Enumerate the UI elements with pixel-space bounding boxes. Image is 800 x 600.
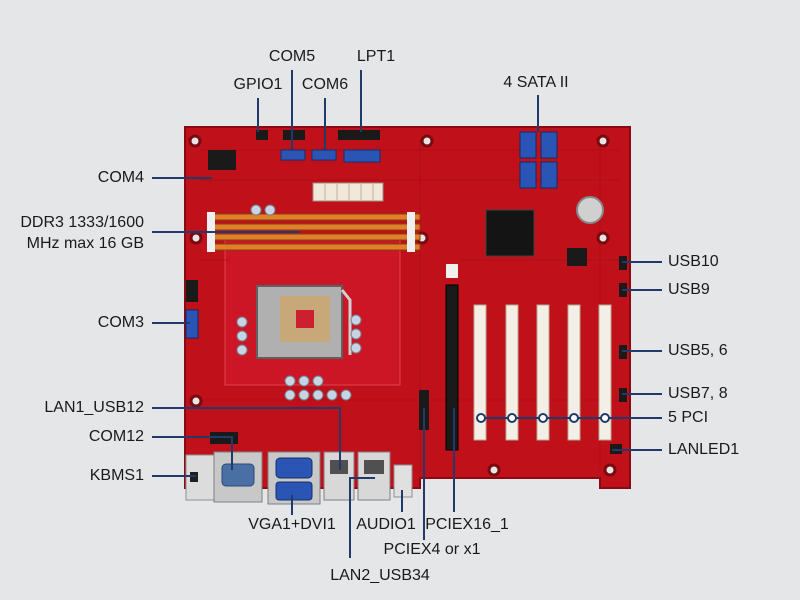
label-audio1: AUDIO1 [356,516,416,533]
label-lan1-usb12: LAN1_USB12 [44,399,144,416]
label-usb10: USB10 [668,253,719,270]
label-pciex4: PCIEX4 or x1 [383,541,481,558]
pci-leader-dots [476,413,610,423]
leader-lan1 [152,407,341,470]
superio-chip [208,150,236,170]
label-usb9: USB9 [668,281,710,298]
label-sata: 4 SATA II [503,74,569,91]
lan2-usb34-port [357,451,391,501]
com5-header [280,149,306,161]
label-lpt1: LPT1 [356,48,396,65]
label-usb56: USB5, 6 [668,342,728,359]
pciex16-slot [445,284,459,451]
label-com5: COM5 [268,48,316,65]
label-kbms1: KBMS1 [89,467,144,484]
label-com3: COM3 [97,314,144,331]
label-usb78: USB7, 8 [668,385,728,402]
lpt1-black-header [338,130,380,140]
label-lan2-usb34: LAN2_USB34 [330,567,430,584]
label-vga-dvi: VGA1+DVI1 [248,516,336,533]
label-pciex16: PCIEX16_1 [425,516,509,533]
capacitors [236,204,362,401]
label-gpio1: GPIO1 [233,76,283,93]
cmos-battery [576,196,604,224]
label-com6: COM6 [301,76,349,93]
mounting-holes [188,134,617,477]
label-com12: COM12 [88,428,144,445]
atx-power-connector [312,182,384,202]
label-com4: COM4 [97,169,144,186]
label-pci5: 5 PCI [668,409,709,426]
label-ddr3-line1: DDR3 1333/1600 [20,214,144,231]
leader-lan2 [349,477,375,558]
gpio1-header [256,130,268,140]
pch-chip [485,209,535,257]
lpt1-header [343,149,381,163]
com6-header [311,149,337,161]
leader-lines [152,70,662,558]
rear-io [185,451,413,505]
label-ddr3-line2: MHz max 16 GB [26,235,144,252]
sata-connectors [519,131,558,189]
leader-com12 [152,436,233,470]
pci-slots [473,304,612,441]
label-lanled1: LANLED1 [668,441,740,458]
